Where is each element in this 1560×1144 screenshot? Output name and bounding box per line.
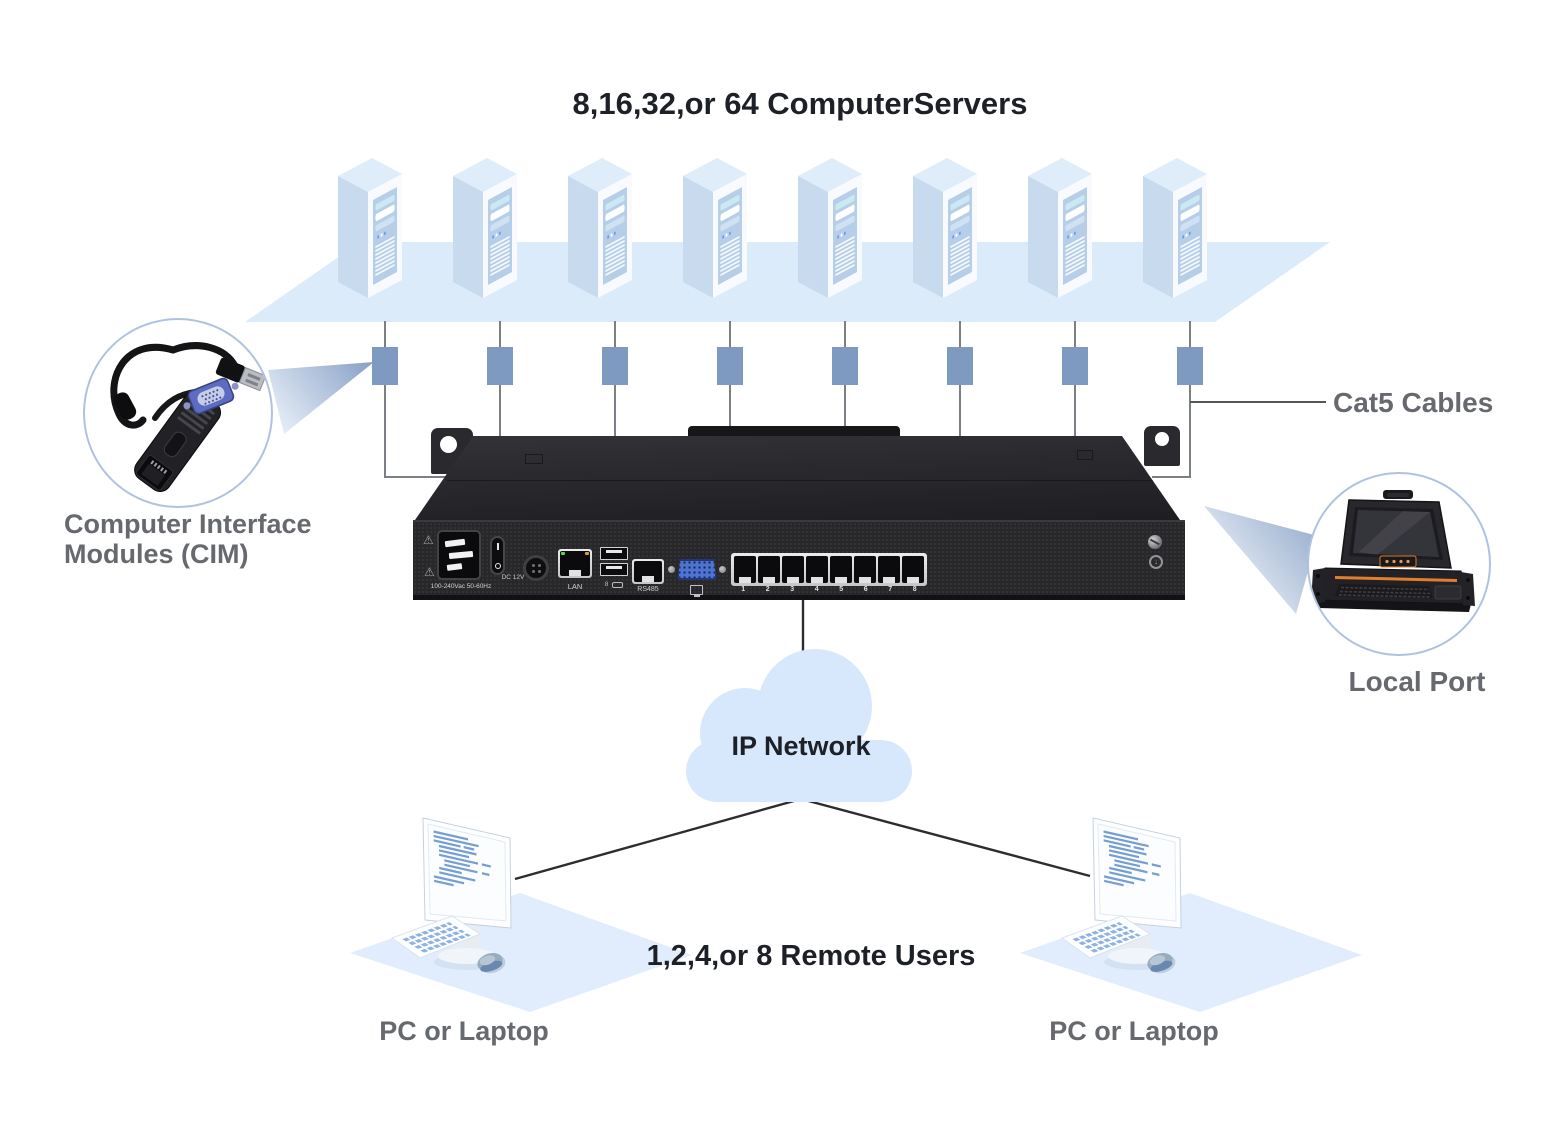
usb-ports: [600, 547, 628, 578]
device-handle: [688, 426, 900, 438]
server-tower: [913, 158, 977, 298]
servers-title: 8,16,32,or 64 ComputerServers: [572, 86, 1028, 121]
cim-label-line2: Modules (CIM): [64, 539, 249, 569]
vga-port: [677, 559, 717, 580]
usb-icon: [612, 581, 624, 588]
rack-ear-hole: [1155, 432, 1169, 446]
warning-icon: ⚠: [423, 533, 434, 547]
kvm-port-5: [830, 556, 852, 583]
server-tower: [1143, 158, 1207, 298]
port-number: 7: [888, 586, 893, 593]
kvm-port-2: [758, 556, 780, 583]
usb-port: [600, 547, 628, 560]
power-rating-label: 100-240Vac 50-60Hz: [430, 583, 492, 590]
kvm-port-1: [734, 556, 756, 583]
switch-off-mark: [494, 563, 501, 569]
rack-console-art: [1311, 490, 1475, 612]
port-number: 6: [863, 586, 868, 593]
server-tower: [338, 158, 402, 298]
pc-label-left: PC or Laptop: [379, 1016, 549, 1046]
server-tower: [453, 158, 517, 298]
rack-ear-right: [1144, 426, 1180, 466]
kvm-port-3: [782, 556, 804, 583]
cim-label: Computer Interface Modules (CIM): [64, 509, 312, 569]
kvm-port-numbers: 1 2 3 4 5 6 7 8: [731, 586, 927, 593]
port-number: 5: [839, 586, 844, 593]
port-number: 4: [814, 586, 819, 593]
top-latch-mark: [1077, 450, 1093, 460]
rs485-port: [632, 559, 664, 584]
remote-pc-left: [349, 817, 693, 1013]
top-seam: [563, 481, 1035, 483]
monitor-icon: [690, 585, 703, 595]
panel-screw: [1148, 535, 1162, 549]
usb-port-labels: 8: [600, 581, 628, 588]
switch-on-mark: [496, 543, 499, 550]
lan-port: [558, 549, 592, 578]
cim-adapter-art: [110, 342, 267, 492]
pc-label-right: PC or Laptop: [1049, 1016, 1219, 1046]
remote-users-label: 1,2,4,or 8 Remote Users: [646, 940, 976, 972]
server-tower: [798, 158, 862, 298]
warning-icon: ⚠: [424, 565, 435, 579]
local-port-photo: [1307, 472, 1491, 656]
kvm-port-6: [854, 556, 876, 583]
port-number: 3: [790, 586, 795, 593]
port-number: 2: [765, 586, 770, 593]
local-port-callout-triangle: [1204, 506, 1318, 614]
local-port-label: Local Port: [1348, 666, 1486, 697]
dc-12v-label: DC 12V: [501, 574, 525, 581]
top-seam: [447, 480, 1155, 481]
usb-port: [600, 563, 628, 576]
device-rear-panel: ⚠ ⚠ 100-240Vac 50-60Hz DC 12V: [413, 520, 1185, 600]
server-tower: [568, 158, 632, 298]
rs485-label: RS485: [637, 586, 659, 593]
cim-label-line1: Computer Interface: [64, 509, 312, 539]
kvm-port-4: [806, 556, 828, 583]
cim-photo: [83, 318, 273, 508]
kvm-port-block: [731, 553, 927, 586]
rack-ear-hole: [440, 436, 457, 453]
ip-network-label: IP Network: [731, 731, 871, 761]
cim-callout-triangle: [268, 362, 374, 434]
usb-label: 8: [604, 581, 609, 588]
lan-label: LAN: [567, 582, 583, 591]
power-switch[interactable]: [490, 536, 505, 575]
lan-led-green: [561, 552, 565, 555]
ip-network-cloud: [686, 649, 912, 802]
vga-screw: [719, 566, 726, 573]
server-tower: [683, 158, 747, 298]
lan-led-amber: [585, 552, 589, 555]
cim-connector-squares: [372, 347, 1203, 385]
kvm-port-8: [902, 556, 924, 583]
cat5-cables-label: Cat5 Cables: [1333, 387, 1494, 418]
vga-screw: [668, 566, 675, 573]
port-number: 8: [912, 586, 917, 593]
port-number: 1: [741, 586, 746, 593]
top-latch-mark: [525, 454, 543, 464]
remote-pc-right: [1019, 817, 1363, 1013]
kvm-switch-device: ⚠ ⚠ 100-240Vac 50-60Hz DC 12V: [413, 424, 1185, 600]
device-top-face: [415, 436, 1180, 520]
ac-power-inlet: [437, 530, 481, 580]
server-tower: [1028, 158, 1092, 298]
dc-power-connector: [523, 555, 549, 581]
kvm-port-7: [878, 556, 900, 583]
ground-terminal-icon: ↓: [1149, 555, 1163, 569]
